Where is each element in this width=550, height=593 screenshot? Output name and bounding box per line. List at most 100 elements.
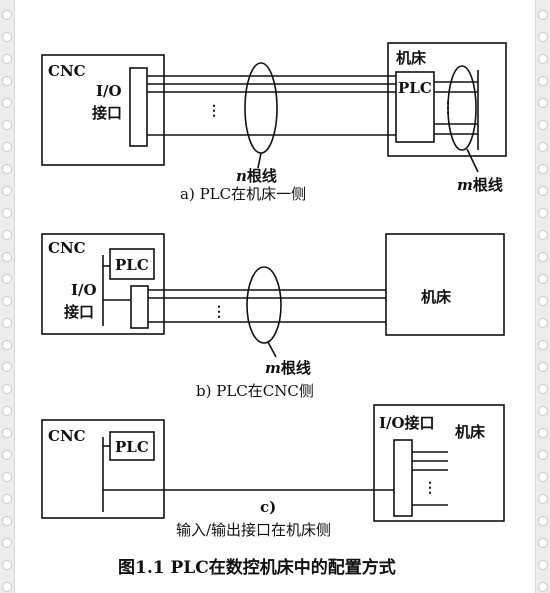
a-machine-box: [387, 42, 507, 157]
film-hole: [2, 274, 12, 284]
film-hole: [538, 120, 548, 130]
film-hole: [2, 252, 12, 262]
a-m-suffix: 根线: [473, 176, 503, 194]
a-plc-box: [395, 71, 435, 143]
film-hole: [2, 32, 12, 42]
film-hole: [538, 538, 548, 548]
c-plc-label: PLC: [115, 438, 149, 456]
film-hole: [538, 54, 548, 64]
film-hole: [538, 560, 548, 570]
film-hole: [538, 450, 548, 460]
film-hole: [2, 76, 12, 86]
a-plc-label: PLC: [398, 79, 432, 97]
film-hole: [2, 142, 12, 152]
film-hole: [2, 296, 12, 306]
b-m-leader-line: [267, 341, 277, 358]
a-caption: a) PLC在机床一侧: [180, 185, 306, 203]
c-cnc-label: CNC: [48, 427, 86, 445]
b-machine-box: [385, 233, 505, 336]
a-machine-label: 机床: [396, 49, 427, 67]
film-hole: [538, 296, 548, 306]
film-hole: [2, 362, 12, 372]
c-caption: 输入/输出接口在机床侧: [176, 521, 331, 539]
b-m-suffix: 根线: [281, 359, 311, 377]
film-hole: [538, 318, 548, 328]
film-hole: [538, 186, 548, 196]
film-hole: [2, 538, 12, 548]
a-io-interface: [129, 67, 148, 147]
b-cnc-box: [41, 233, 165, 335]
diagram-c: [41, 404, 505, 522]
film-hole: [538, 340, 548, 350]
c-cnc-box: [41, 419, 165, 519]
a-cnc-label: CNC: [48, 62, 86, 80]
a-m-dots: ⋮: [441, 100, 455, 116]
b-m-dots: ⋮: [212, 304, 226, 320]
film-hole: [538, 164, 548, 174]
film-hole: [2, 472, 12, 482]
film-hole: [2, 164, 12, 174]
a-n-suffix: 根线: [247, 167, 277, 185]
b-io-label-line1: I/O: [71, 281, 97, 299]
b-plc-label: PLC: [115, 256, 149, 274]
film-hole: [538, 32, 548, 42]
film-hole: [538, 428, 548, 438]
a-io-label-line1: I/O: [96, 82, 122, 100]
film-hole: [2, 450, 12, 460]
b-machine-label: 机床: [421, 288, 452, 306]
film-hole: [538, 516, 548, 526]
film-hole: [2, 98, 12, 108]
film-hole: [538, 406, 548, 416]
svg-text:m根线: m根线: [265, 359, 311, 377]
c-machine-label: 机床: [455, 423, 486, 441]
a-m-bundle-ellipse: [447, 65, 477, 151]
b-io-label-line2: 接口: [64, 303, 94, 321]
film-hole: [538, 208, 548, 218]
film-hole: [2, 516, 12, 526]
a-cnc-box: [41, 54, 165, 166]
c-io-interface: [393, 439, 413, 517]
film-hole: [538, 362, 548, 372]
film-hole: [538, 494, 548, 504]
diagram-a: [41, 42, 507, 173]
film-hole: [538, 274, 548, 284]
film-hole: [2, 340, 12, 350]
film-hole: [2, 186, 12, 196]
film-hole: [2, 54, 12, 64]
film-hole: [2, 494, 12, 504]
b-m-bundle-ellipse: [246, 266, 282, 344]
svg-text:n根线: n根线: [236, 167, 277, 185]
a-m-var: m: [457, 176, 473, 194]
c-io-label: I/O接口: [379, 414, 435, 432]
film-hole: [538, 142, 548, 152]
figure-title: 图1.1 PLC在数控机床中的配置方式: [118, 557, 396, 578]
diagram-b: [41, 233, 505, 358]
film-hole: [538, 10, 548, 20]
b-io-interface: [130, 285, 149, 329]
film-hole: [2, 318, 12, 328]
svg-text:m根线: m根线: [457, 176, 503, 194]
film-hole: [538, 98, 548, 108]
film-hole: [538, 384, 548, 394]
a-n-leader-line: [257, 152, 262, 169]
a-n-var: n: [236, 167, 247, 185]
c-machine-box: [373, 404, 505, 522]
film-hole: [2, 428, 12, 438]
c-label: c): [260, 498, 276, 516]
film-hole: [538, 582, 548, 592]
b-plc-box: [109, 248, 155, 280]
c-dots: ⋮: [423, 480, 437, 496]
film-hole: [2, 230, 12, 240]
a-m-leader-line: [466, 148, 479, 173]
b-m-var: m: [265, 359, 281, 377]
a-io-label-line2: 接口: [92, 104, 122, 122]
film-hole: [2, 10, 12, 20]
film-hole: [2, 406, 12, 416]
b-caption: b) PLC在CNC侧: [196, 382, 314, 400]
film-hole: [538, 230, 548, 240]
film-hole: [538, 472, 548, 482]
film-hole: [2, 560, 12, 570]
film-hole: [538, 252, 548, 262]
film-hole: [538, 76, 548, 86]
